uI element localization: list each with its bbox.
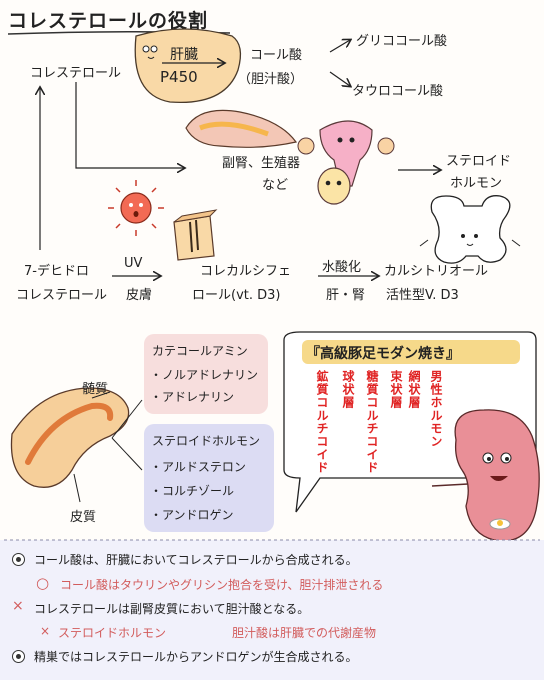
note-1-bullet-icon bbox=[12, 553, 25, 566]
note-2-wrong-mark: × bbox=[12, 598, 24, 614]
taurocholic-acid: タウロコール酸 bbox=[352, 84, 444, 99]
cholecalciferol-line2: ロール(vt. D3) bbox=[192, 288, 281, 303]
sun-icon bbox=[108, 180, 164, 236]
steroid-item-3: ・アンドロゲン bbox=[150, 508, 234, 522]
kidney-adrenal-shape bbox=[185, 109, 298, 148]
mnemonic-col-1: 鉱質コルチコイド bbox=[315, 370, 329, 474]
catecholamine-item-2: ・アドレナリン bbox=[150, 390, 235, 404]
hydroxylation-label: 水酸化 bbox=[322, 260, 362, 275]
liver-label: 肝臓 bbox=[170, 47, 198, 63]
mnemonic-col-6: 男性ホルモン bbox=[429, 370, 443, 448]
note-2-sub-mark: × bbox=[40, 624, 51, 638]
mnemonic-col-5: 網状層 bbox=[407, 370, 421, 409]
mnemonic-col-3: 糖質コルチコイド bbox=[365, 370, 379, 474]
note-1-sub: コール酸はタウリンやグリシン抱合を受け、胆汁排泄される bbox=[60, 578, 384, 592]
steroid-item-1: ・アルドステロン bbox=[150, 460, 246, 474]
steroid-hormone-line1: ステロイド bbox=[446, 154, 512, 169]
note-1-correct-mark: ○ bbox=[36, 574, 50, 592]
page-title: コレステロールの役割 bbox=[8, 10, 209, 32]
precursor-line1: 7-デヒドロ bbox=[24, 264, 89, 279]
organs-etc: など bbox=[262, 178, 289, 193]
cholecalciferol-line1: コレカルシフェ bbox=[200, 264, 292, 279]
bile-acid: （胆汁酸） bbox=[238, 72, 304, 87]
catecholamine-title: カテコールアミン bbox=[152, 344, 248, 358]
catecholamine-box bbox=[144, 334, 268, 414]
organs-label: 副腎、生殖器 bbox=[222, 156, 301, 171]
note-2-sub-right: 胆汁酸は肝臓での代謝産物 bbox=[232, 626, 377, 640]
mnemonic-title: 『高級豚足モダン焼き』 bbox=[306, 346, 460, 362]
skin-block-icon bbox=[173, 209, 218, 261]
note-2-sub-left: ステロイドホルモン bbox=[58, 626, 167, 640]
calcitriol-line2: 活性型V. D3 bbox=[386, 288, 459, 303]
note-3-bullet-icon bbox=[12, 650, 25, 663]
steroid-box-title: ステロイドホルモン bbox=[152, 434, 261, 448]
steroid-box bbox=[144, 424, 274, 532]
liver-shape bbox=[134, 28, 242, 104]
note-2: コレステロールは副腎皮質において胆汁酸となる。 bbox=[34, 602, 310, 616]
precursor-line2: コレステロール bbox=[16, 288, 108, 303]
uterus-shape bbox=[319, 120, 373, 187]
adrenal-section-shape bbox=[10, 387, 130, 488]
skin-label: 皮膚 bbox=[126, 288, 153, 303]
steroid-item-2: ・コルチゾール bbox=[150, 484, 235, 498]
cholesterol-top: コレステロール bbox=[30, 66, 122, 81]
calcitriol-line1: カルシトリオール bbox=[384, 264, 489, 279]
catecholamine-item-1: ・ノルアドレナリン bbox=[150, 368, 259, 382]
cholic-acid: コール酸 bbox=[250, 48, 303, 63]
kidney-character-icon bbox=[431, 409, 540, 542]
liver-kidney-label: 肝・腎 bbox=[326, 288, 366, 303]
mnemonic-col-4: 束状層 bbox=[389, 370, 403, 409]
glycocholic-acid: グリココール酸 bbox=[356, 34, 448, 49]
enzyme-p450: P450 bbox=[160, 68, 198, 86]
mnemonic-col-2: 球状層 bbox=[341, 370, 355, 409]
uv-label: UV bbox=[124, 256, 143, 271]
medulla-label: 髄質 bbox=[82, 382, 109, 397]
bone-icon bbox=[419, 195, 521, 264]
note-1: コール酸は、肝臓においてコレステロールから合成される。 bbox=[34, 553, 358, 567]
note-3: 精巣ではコレステロールからアンドロゲンが生合成される。 bbox=[34, 650, 358, 664]
cortex-label: 皮質 bbox=[70, 510, 97, 525]
steroid-hormone-line2: ホルモン bbox=[450, 176, 503, 191]
